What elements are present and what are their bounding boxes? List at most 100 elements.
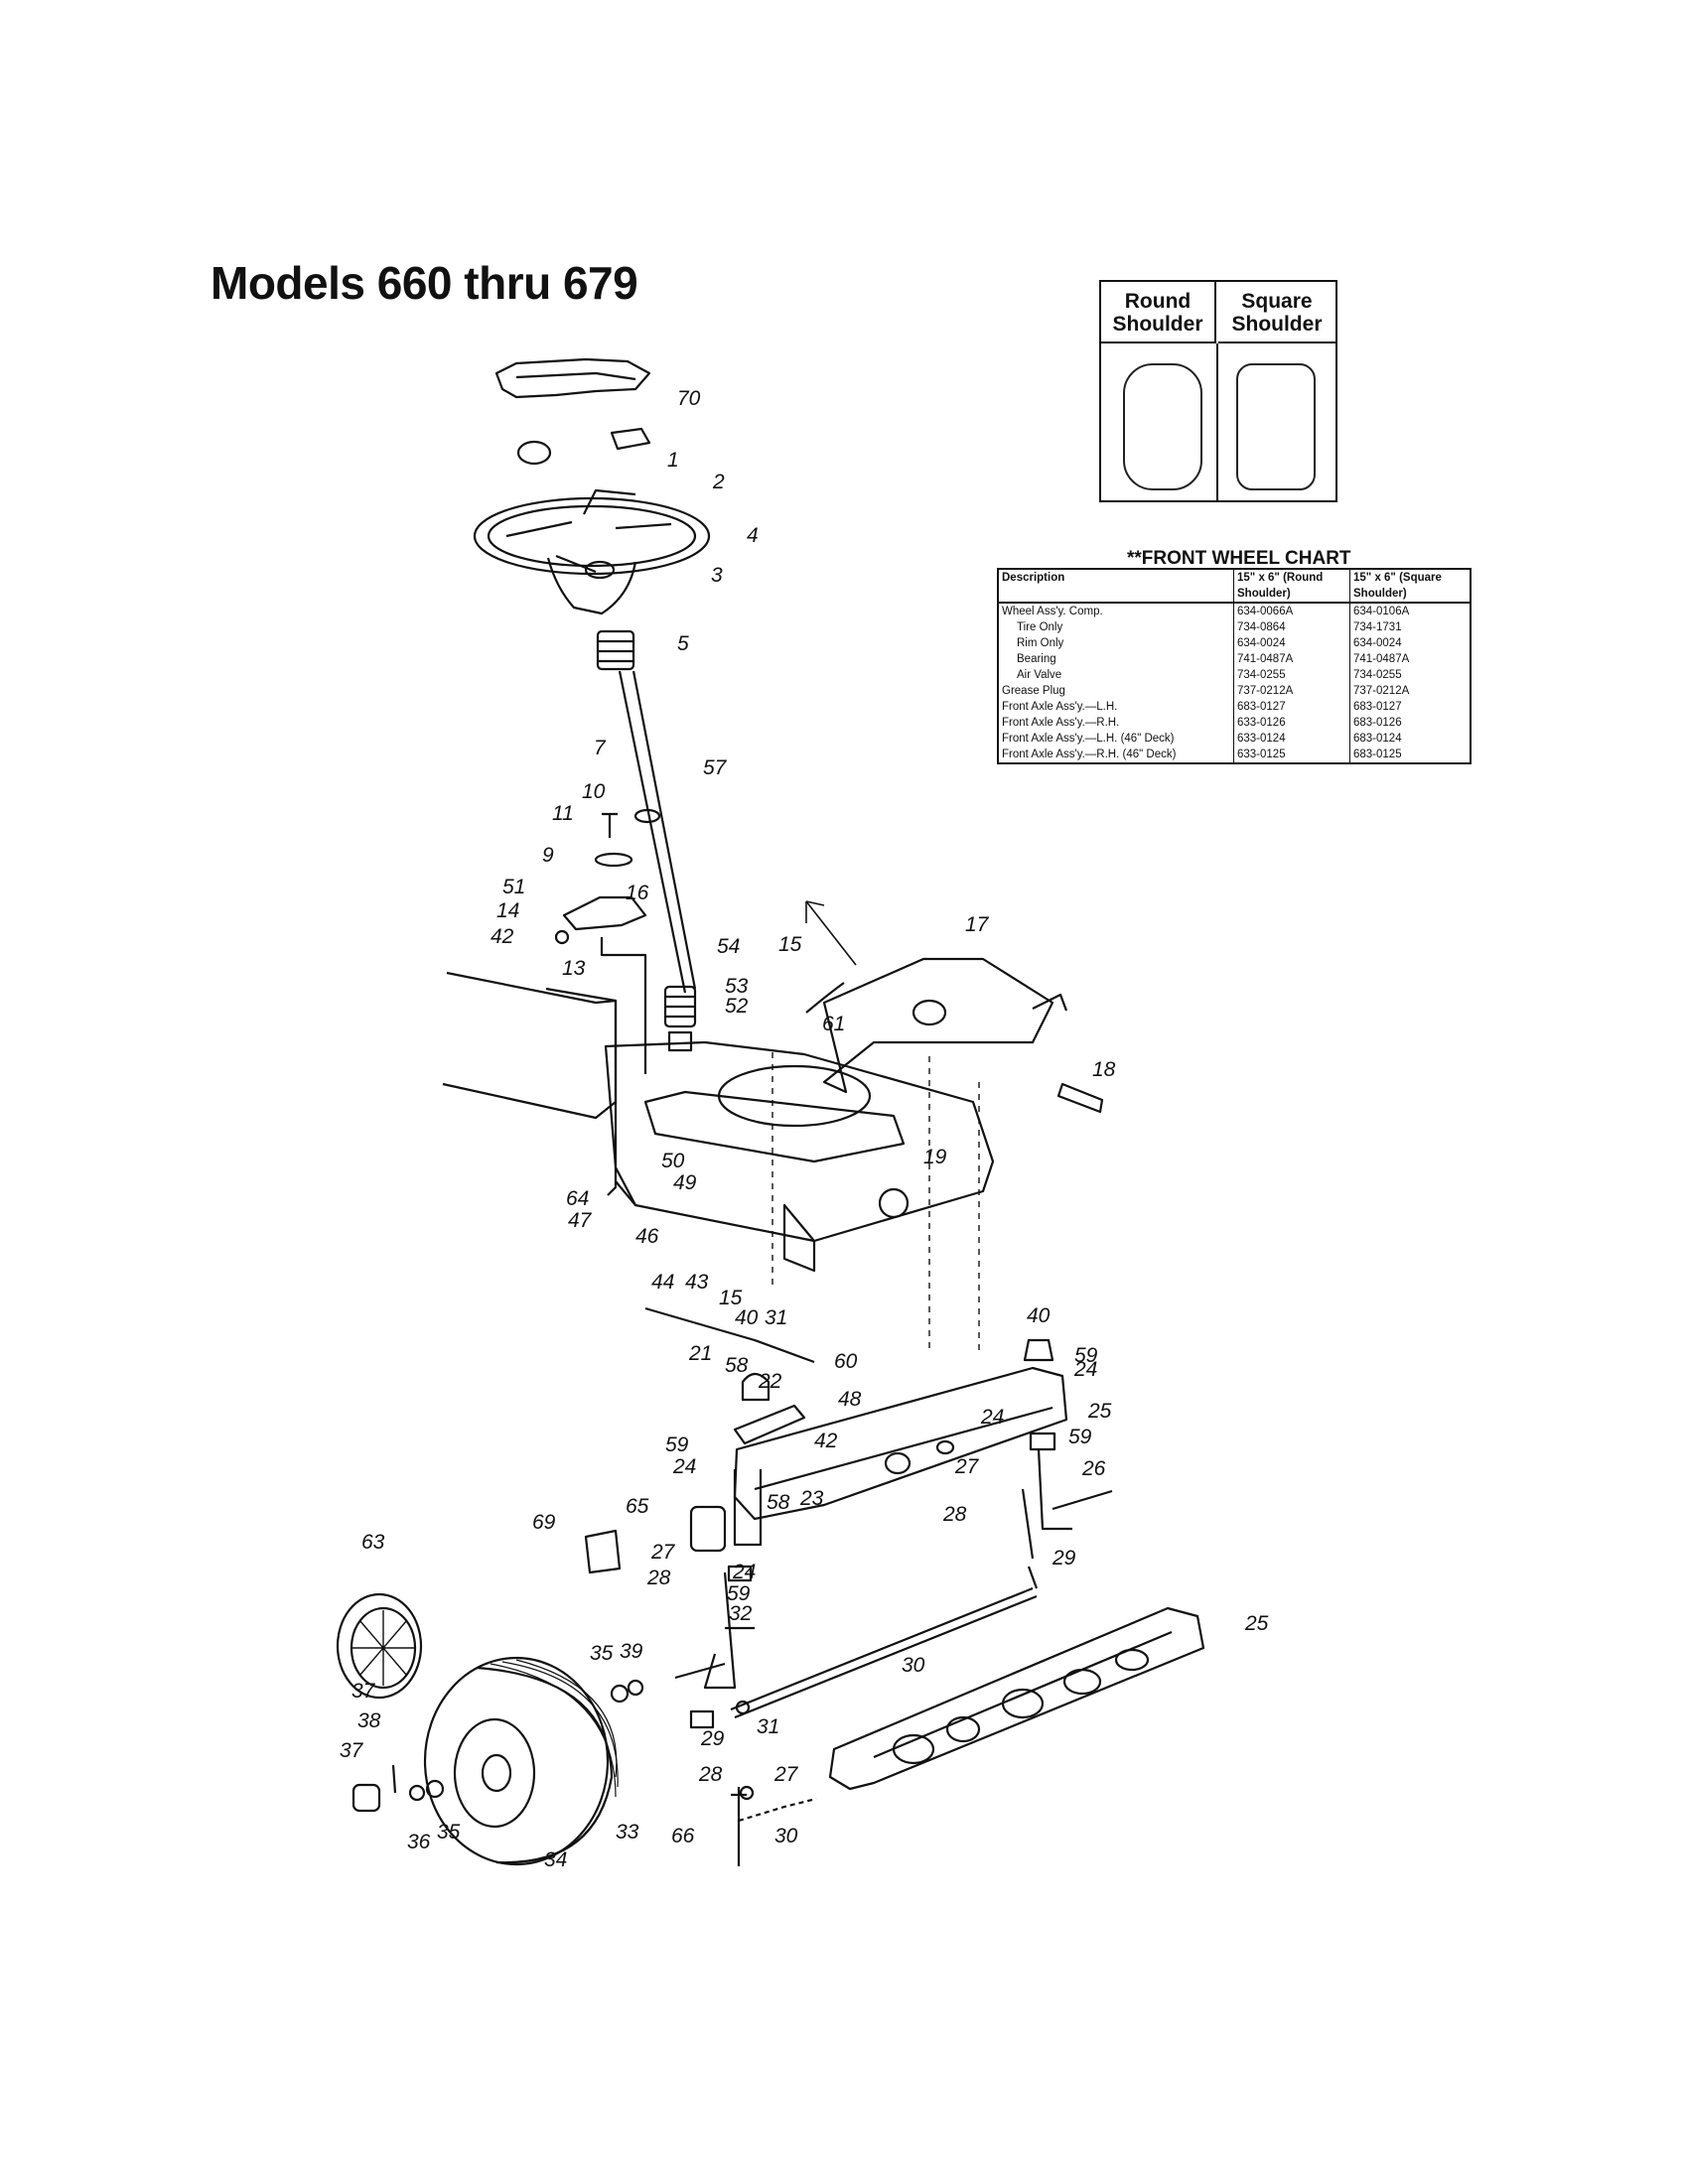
part-69-clip-icon <box>584 1529 622 1574</box>
part-callout-59: 59 <box>1074 1344 1098 1367</box>
part-38-pin-icon <box>391 1764 397 1794</box>
row-square-part: 734-0255 <box>1349 667 1471 683</box>
part-callout-39: 39 <box>620 1640 643 1663</box>
part-25-axle-icon <box>828 1606 1205 1791</box>
part-callout-25: 25 <box>1244 1612 1269 1635</box>
part-callout-64: 64 <box>566 1187 589 1210</box>
part-callout-37: 37 <box>351 1680 376 1703</box>
part-63-hubcap-icon <box>336 1592 423 1700</box>
row-description: Tire Only <box>1017 621 1063 633</box>
part-callout-47: 47 <box>568 1209 593 1232</box>
part-51-bracket-icon <box>562 895 647 931</box>
round-shoulder-label: Round Shoulder <box>1101 282 1216 343</box>
part-callout-17: 17 <box>965 913 990 936</box>
part-34-rim-icon <box>453 1717 536 1829</box>
part-callout-15: 15 <box>719 1287 743 1309</box>
part-callout-35: 35 <box>437 1821 461 1843</box>
row-round-part: 734-0864 <box>1233 619 1350 635</box>
part-1-emblem-icon <box>610 427 651 451</box>
part-callout-26: 26 <box>1081 1457 1106 1480</box>
row-description: Front Axle Ass'y.—L.H. <box>1002 701 1118 713</box>
row-description: Bearing <box>1017 653 1056 665</box>
part-35-washer-icon <box>425 1779 445 1799</box>
part-callout-43: 43 <box>685 1271 709 1294</box>
part-35b-washer-icon <box>610 1684 630 1704</box>
part-callout-37: 37 <box>340 1739 364 1762</box>
part-17-bracket-icon <box>822 957 1054 1094</box>
row-square-part: 683-0127 <box>1349 699 1471 715</box>
part-callout-49: 49 <box>673 1171 697 1194</box>
part-callout-2: 2 <box>712 471 725 493</box>
part-callout-59: 59 <box>727 1582 751 1605</box>
part-callout-7: 7 <box>594 737 607 759</box>
row-description: Wheel Ass'y. Comp. <box>1002 606 1103 617</box>
part-29-bolt-icon <box>1021 1488 1039 1589</box>
part-37-cap-icon <box>351 1783 381 1813</box>
part-callout-40: 40 <box>735 1306 759 1329</box>
part-callout-70: 70 <box>677 387 701 410</box>
part-36-washer-icon <box>408 1784 426 1802</box>
part-callout-50: 50 <box>661 1150 685 1172</box>
part-39-washer-icon <box>627 1679 644 1697</box>
part-callout-30: 30 <box>902 1654 925 1677</box>
row-round-part: 633-0125 <box>1233 747 1350 763</box>
part-42-nut-icon <box>554 929 570 945</box>
part-callout-36: 36 <box>407 1831 431 1853</box>
part-callout-32: 32 <box>729 1602 753 1625</box>
row-round-part: 734-0255 <box>1233 667 1350 683</box>
part-callout-52: 52 <box>725 995 749 1018</box>
part-callout-66: 66 <box>671 1825 695 1847</box>
part-callout-42: 42 <box>491 925 514 948</box>
part-callout-53: 53 <box>725 975 749 998</box>
header-description: Description <box>998 569 1234 604</box>
part-callout-11: 11 <box>552 802 574 825</box>
part-callout-60: 60 <box>834 1350 858 1373</box>
part-callout-23: 23 <box>799 1487 824 1510</box>
row-square-part: 741-0487A <box>1349 651 1471 667</box>
part-31-nut-icon <box>735 1700 751 1715</box>
part-callout-69: 69 <box>532 1511 556 1534</box>
part-callout-46: 46 <box>635 1225 659 1248</box>
part-callout-5: 5 <box>677 632 689 655</box>
part-callout-1: 1 <box>667 449 679 472</box>
part-callout-29: 29 <box>700 1727 725 1750</box>
part-callout-40: 40 <box>1027 1304 1051 1327</box>
part-callout-44: 44 <box>651 1271 674 1294</box>
axle-bolt-icon <box>674 1662 726 1680</box>
part-callout-21: 21 <box>688 1342 712 1365</box>
part-70-pan-icon <box>494 357 651 399</box>
part-1-cap-icon <box>516 440 552 466</box>
page-title: Models 660 thru 679 <box>210 257 638 309</box>
square-shoulder-label: Square Shoulder <box>1218 282 1335 343</box>
part-33-tire-icon <box>423 1656 610 1866</box>
part-61-spring-icon <box>805 982 845 1014</box>
part-65-bushing-icon <box>689 1505 727 1553</box>
chart-header-row: Description 15" x 6" (Round Shoulder) 15… <box>998 569 1471 604</box>
chart-row: Front Axle Ass'y.—L.H. (46" Deck)633-012… <box>998 731 1471 747</box>
part-18-bolt-icon <box>1056 1082 1104 1114</box>
row-square-part: 737-0212A <box>1349 683 1471 699</box>
part-66-bolt-icon <box>731 1787 747 1866</box>
part-30-tie-rod-icon <box>730 1586 1038 1719</box>
part-23-spindle-icon <box>733 1469 763 1547</box>
part-callout-27: 27 <box>773 1763 799 1786</box>
part-callout-14: 14 <box>496 899 519 922</box>
part-callout-25: 25 <box>1087 1400 1112 1423</box>
front-axle-icon <box>733 1366 1068 1521</box>
row-description: Front Axle Ass'y.—L.H. (46" Deck) <box>1002 733 1175 745</box>
part-58-bumper-icon <box>741 1372 771 1402</box>
part-callout-29: 29 <box>1052 1547 1076 1570</box>
part-26-spindle-icon <box>1037 1448 1113 1531</box>
row-square-part: 683-0124 <box>1349 731 1471 747</box>
part-40-bumper-icon <box>1023 1338 1054 1362</box>
row-square-part: 734-1731 <box>1349 619 1471 635</box>
row-square-part: 683-0126 <box>1349 715 1471 731</box>
box-divider <box>1216 343 1218 500</box>
part-callout-13: 13 <box>562 957 586 980</box>
